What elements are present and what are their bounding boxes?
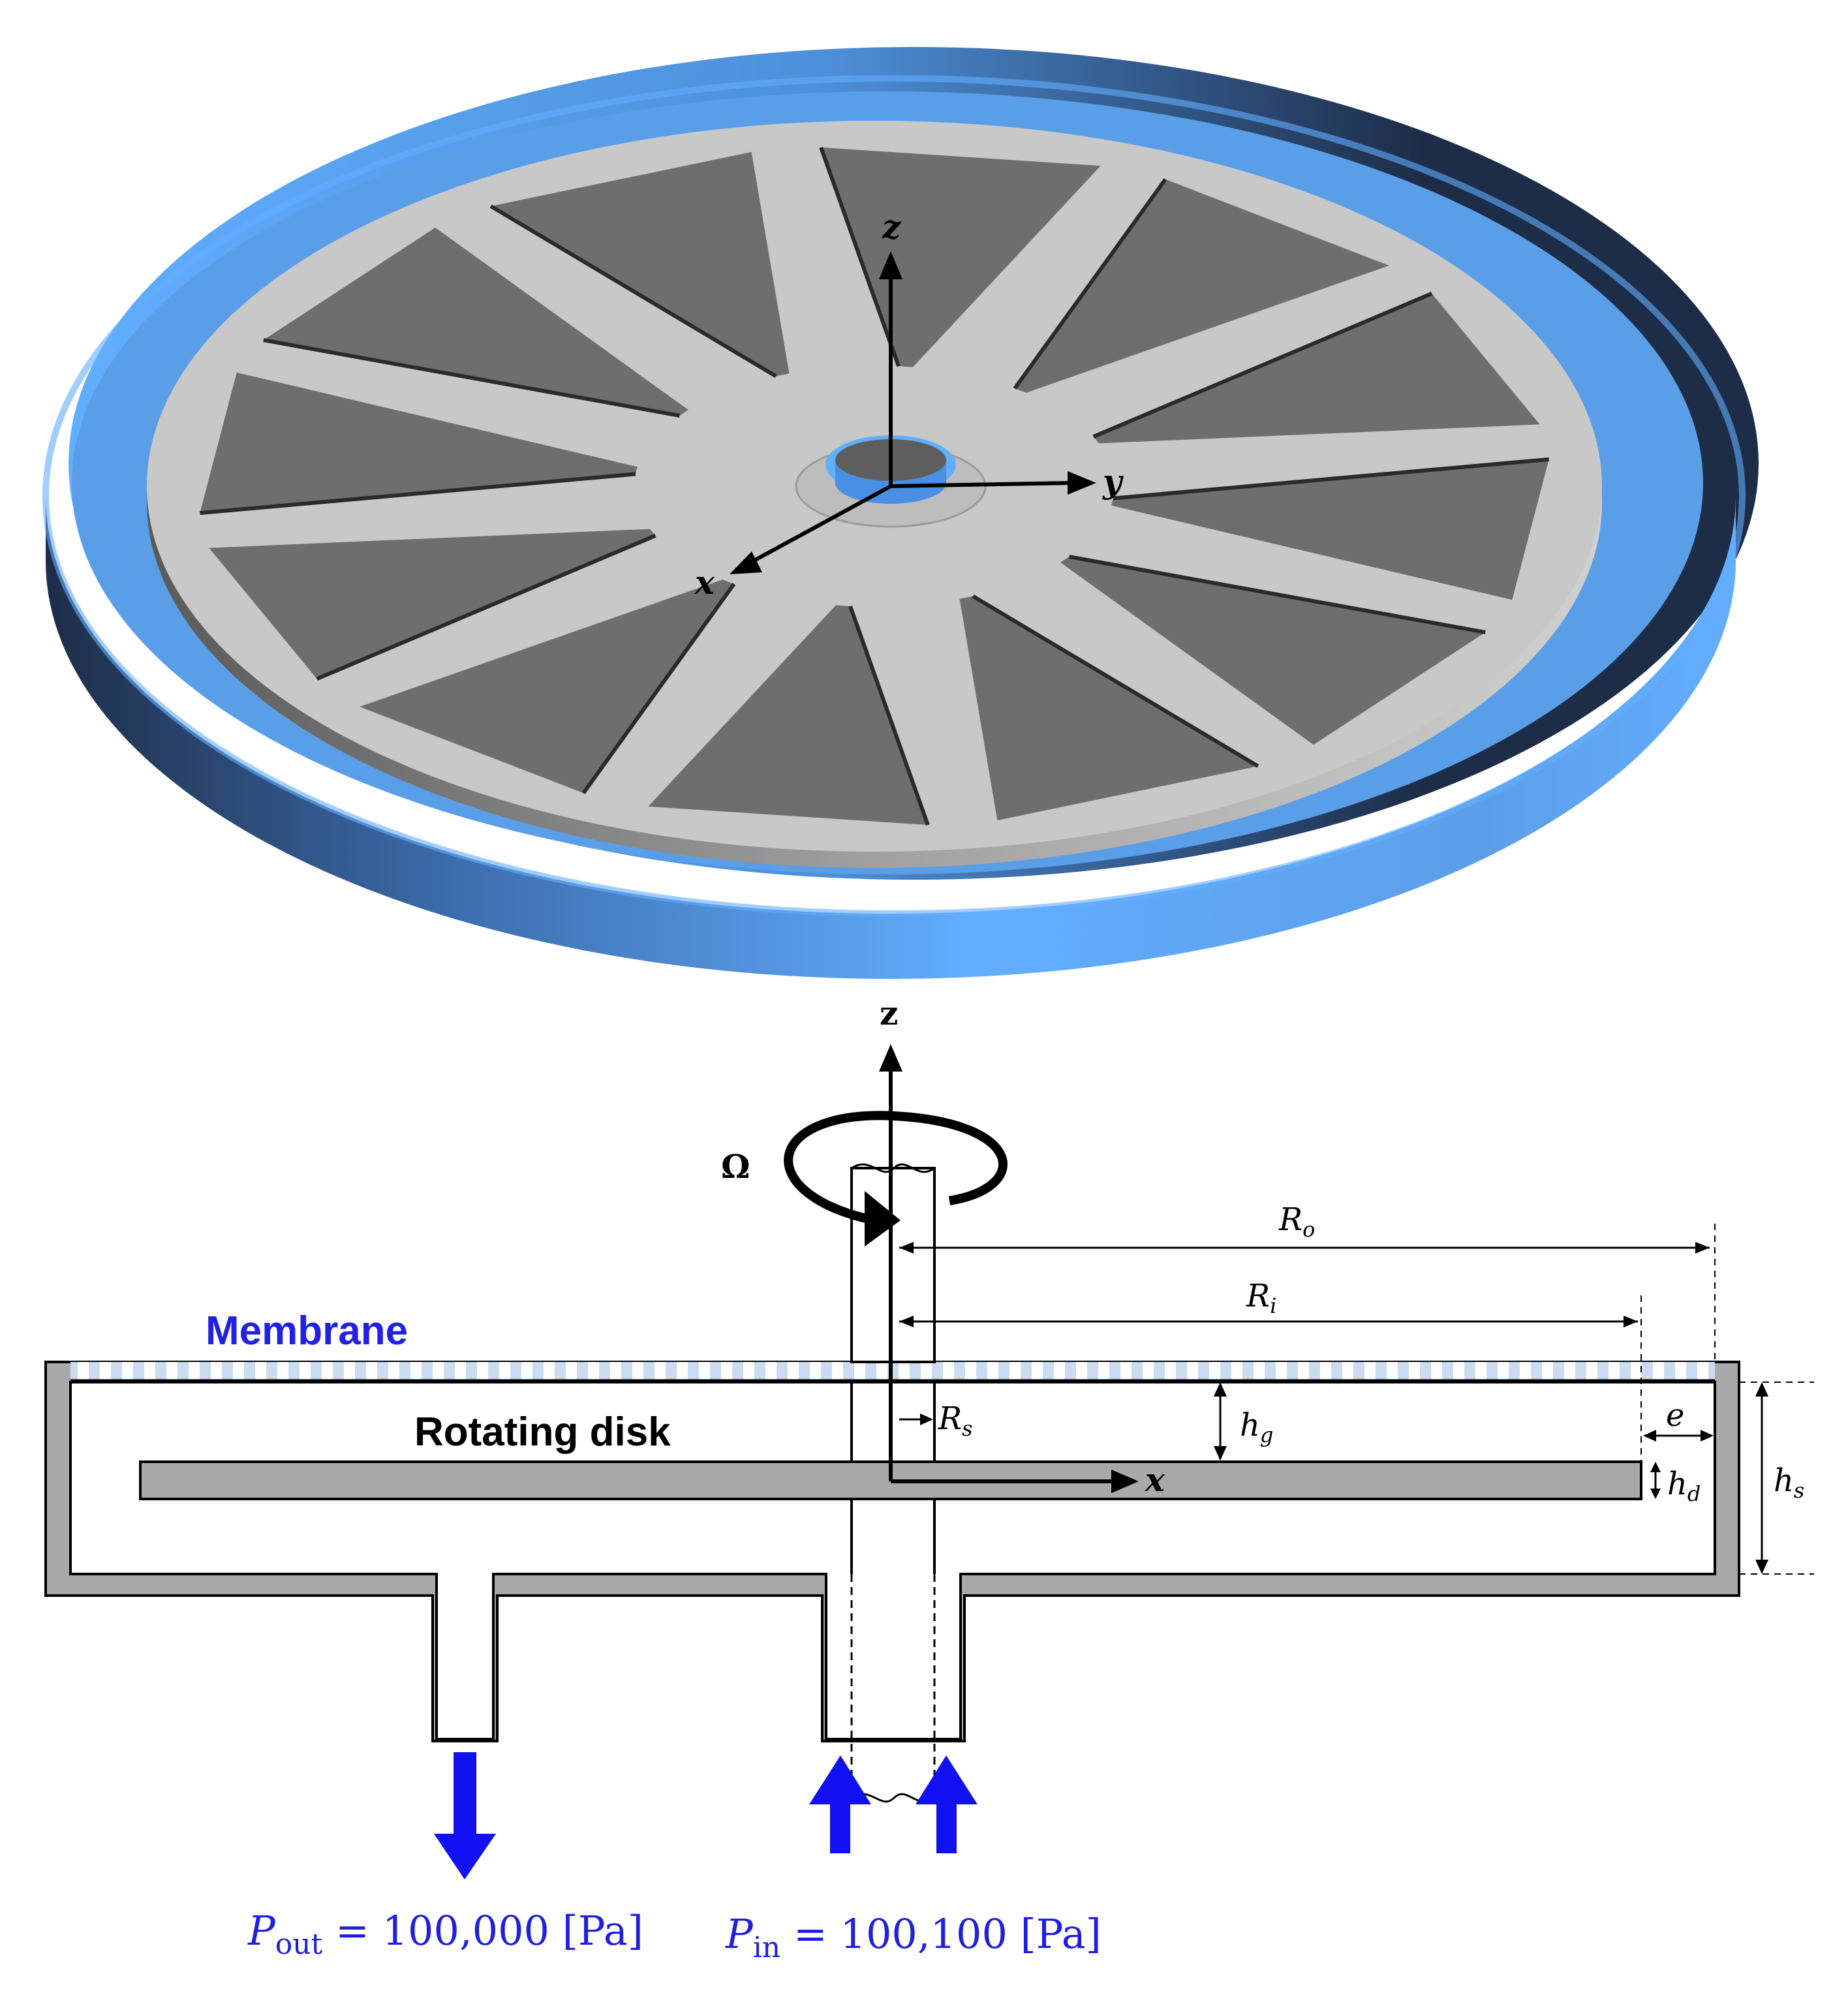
disk-groove: [1093, 293, 1540, 444]
rs-dim-arrow: [920, 1413, 933, 1425]
section-x-arrowhead: [1111, 1470, 1139, 1493]
disk-groove: [200, 372, 638, 514]
shaft-break-top: [851, 1163, 935, 1173]
outlet-flow-arrow: [434, 1752, 496, 1879]
e-dim-arrow-left: [1643, 1430, 1656, 1442]
ring-rim: [42, 75, 1746, 917]
disk-groove: [648, 605, 928, 826]
rs-label: Rs: [938, 1400, 973, 1441]
disk-groove: [959, 596, 1258, 821]
section-z-arrowhead: [879, 1044, 902, 1072]
iso-x-label: x: [694, 563, 715, 602]
iso-z-label: z: [882, 208, 902, 246]
hd-dim-arrow-bottom: [1650, 1489, 1661, 1499]
ro-label: Ro: [1278, 1201, 1315, 1242]
iso-z-arrowhead: [879, 251, 902, 279]
shaft: [850, 1167, 936, 1363]
groove-edge: [972, 594, 1259, 768]
ri-dim-arrow-left: [899, 1316, 914, 1327]
membrane-label: Membrane: [206, 1308, 408, 1353]
p-out-label: Pout = 100,000 [Pa]: [247, 1907, 643, 1961]
rotating-disk-label: Rotating disk: [414, 1410, 671, 1455]
groove-edge: [200, 472, 636, 516]
groove-edge: [316, 534, 656, 681]
disk-groove: [360, 579, 734, 794]
disk-groove: [1015, 179, 1389, 393]
isometric-view: z y x: [42, 47, 1759, 979]
cross-section-view: z x Ω Ro Ri Rs hg e: [44, 994, 1814, 1964]
hd-dim-arrow-top: [1650, 1462, 1661, 1472]
disk-groove: [1060, 557, 1486, 745]
groove-edge: [1068, 555, 1486, 634]
hs-dim-arrow-top: [1755, 1382, 1768, 1397]
groove-edge: [1013, 178, 1167, 390]
ri-label: Ri: [1246, 1278, 1276, 1318]
e-label: e: [1666, 1397, 1684, 1434]
inlet-channel: [826, 1574, 961, 1740]
iso-y-axis: [890, 481, 1071, 488]
groove-edge: [819, 146, 901, 367]
hs-label: hs: [1774, 1462, 1804, 1503]
ro-dim-arrow-right: [1695, 1242, 1710, 1254]
hg-dim-arrow-bottom: [1214, 1446, 1227, 1460]
omega-label: Ω: [721, 1147, 750, 1186]
groove-edge: [1092, 292, 1433, 439]
section-z-label: z: [880, 994, 898, 1032]
disk-groove: [209, 529, 656, 679]
hg-label: hg: [1240, 1407, 1273, 1447]
ri-dim-arrow-right: [1624, 1316, 1638, 1327]
rotation-arrow: [784, 1111, 1008, 1225]
groove-edge: [263, 338, 681, 418]
rotation-arrowhead: [865, 1191, 901, 1246]
disk-groove: [491, 151, 790, 377]
iso-y-label: y: [1102, 462, 1124, 501]
groove-edge: [581, 583, 736, 794]
groove-edge: [489, 204, 777, 378]
groove-group: [200, 146, 1549, 826]
groove-edge: [1113, 457, 1549, 501]
disk-groove: [1111, 459, 1549, 600]
inlet-flow-arrow-right: [916, 1755, 978, 1853]
section-x-label: x: [1145, 1460, 1165, 1499]
disk-groove: [263, 227, 688, 416]
p-in-label: Pin = 100,100 [Pa]: [725, 1910, 1101, 1964]
iso-y-arrowhead: [1068, 471, 1096, 495]
iso-x-axis: [749, 484, 892, 564]
hg-dim-arrow-top: [1214, 1382, 1227, 1397]
hd-label: hd: [1667, 1466, 1701, 1506]
hs-dim-arrow-bottom: [1755, 1560, 1768, 1574]
e-dim-arrow-right: [1701, 1430, 1714, 1442]
ro-dim-arrow-left: [899, 1242, 914, 1254]
inlet-flow-arrow-left: [809, 1755, 871, 1853]
iso-x-arrowhead: [730, 551, 762, 574]
outlet-channel: [437, 1574, 493, 1740]
groove-edge: [848, 605, 930, 826]
